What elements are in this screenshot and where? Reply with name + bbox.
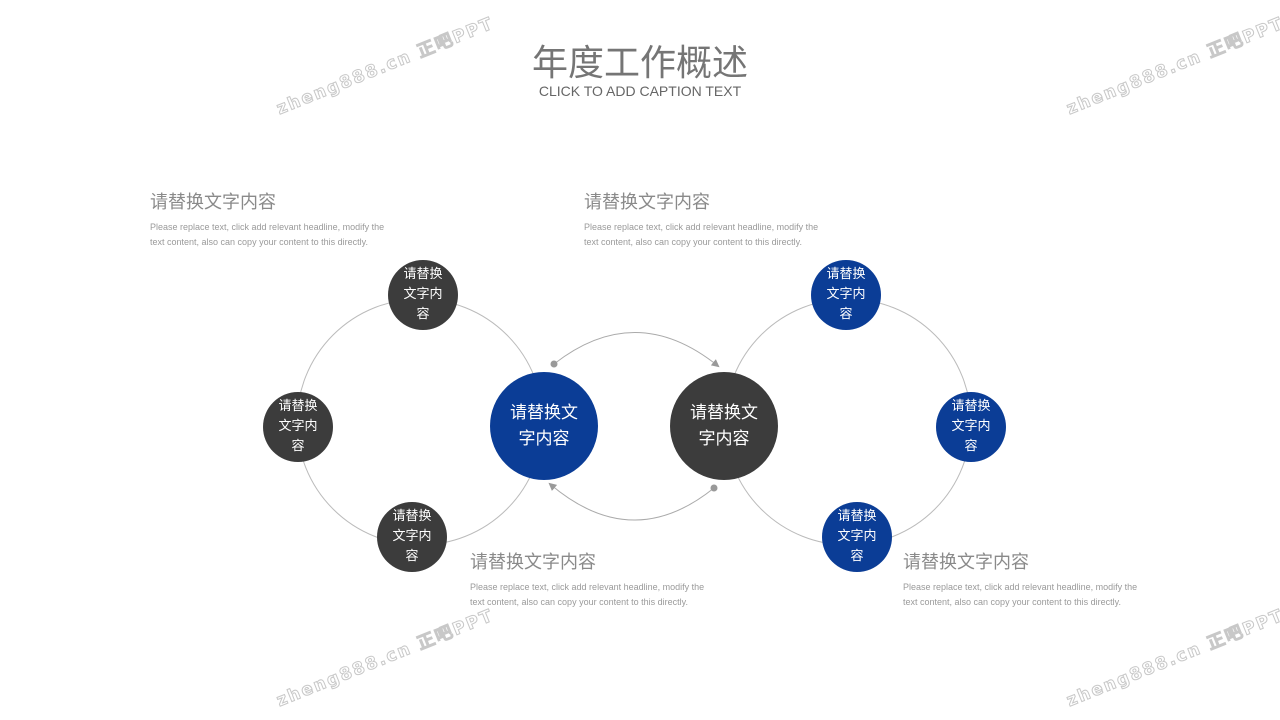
text-block: 请替换文字内容 Please replace text, click add re…	[584, 188, 824, 249]
text-block-heading: 请替换文字内容	[903, 552, 1029, 573]
text-block-heading: 请替换文字内容	[470, 552, 596, 573]
center-node-left: 请替换文字内容	[490, 372, 598, 480]
lower-arrow-dot	[710, 484, 718, 492]
lower-arrow-arc	[548, 482, 715, 521]
upper-arrow-dot	[550, 360, 558, 368]
left-node-top: 请替换文字内容	[388, 260, 458, 330]
right-node-right: 请替换文字内容	[936, 392, 1006, 462]
right-node-top: 请替换文字内容	[811, 260, 881, 330]
text-block-body: Please replace text, click add relevant …	[150, 222, 385, 247]
page-title: 年度工作概述	[531, 43, 748, 84]
text-block-body: Please replace text, click add relevant …	[584, 222, 819, 247]
text-block-body: Please replace text, click add relevant …	[903, 582, 1138, 607]
text-block: 请替换文字内容 Please replace text, click add re…	[903, 548, 1143, 609]
upper-arrow-arc	[553, 332, 720, 368]
center-node-right: 请替换文字内容	[670, 372, 778, 480]
left-node-left: 请替换文字内容	[263, 392, 333, 462]
text-block-body: Please replace text, click add relevant …	[470, 582, 705, 607]
page-caption: CLICK TO ADD CAPTION TEXT	[538, 83, 742, 99]
right-node-bottom: 请替换文字内容	[822, 502, 892, 572]
text-block: 请替换文字内容 Please replace text, click add re…	[150, 188, 390, 249]
text-block-heading: 请替换文字内容	[150, 192, 276, 213]
left-node-bottom: 请替换文字内容	[377, 502, 447, 572]
text-block-heading: 请替换文字内容	[584, 192, 710, 213]
text-block: 请替换文字内容 Please replace text, click add re…	[470, 548, 710, 609]
